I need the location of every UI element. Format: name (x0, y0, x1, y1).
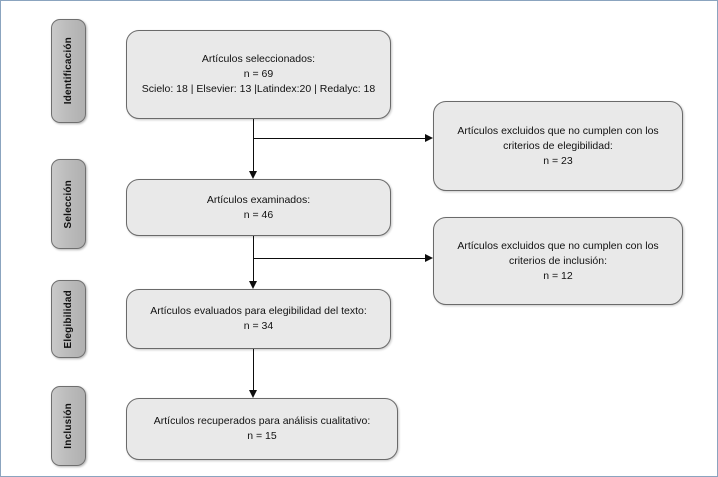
stage-tab-identificacion: Identificación (51, 19, 86, 123)
flow-box-articulos-seleccionados: Artículos seleccionados: n = 69 Scielo: … (126, 30, 391, 119)
flow-box-excluidos-inclusion: Artículos excluidos que no cumplen con l… (433, 217, 683, 305)
flow-box-articulos-evaluados-elegibilidad: Artículos evaluados para elegibilidad de… (126, 289, 391, 349)
flow-box-articulos-examinados: Artículos examinados: n = 46 (126, 179, 391, 236)
stage-tab-seleccion: Selección (51, 159, 86, 249)
flow-box-text: Artículos excluidos que no cumplen con l… (457, 239, 659, 282)
stage-tab-inclusion: Inclusión (51, 386, 86, 466)
stage-tab-label: Elegibilidad (63, 289, 74, 349)
flow-box-text: Artículos recuperados para análisis cual… (153, 415, 371, 442)
stage-tab-elegibilidad: Elegibilidad (51, 280, 86, 358)
stage-tab-label: Identificación (63, 37, 74, 105)
stage-tab-label: Selección (63, 179, 74, 229)
flow-box-excluidos-elegibilidad: Artículos excluidos que no cumplen con l… (433, 101, 683, 191)
stage-tab-label: Inclusión (63, 403, 74, 449)
arrow-down-to-box3 (249, 281, 257, 289)
flow-box-text: Artículos examinados: n = 46 (206, 193, 311, 221)
arrow-right-to-excluidos-elegibilidad (425, 134, 433, 142)
connector-horizontal-to-excluidos-elegibilidad (253, 138, 425, 139)
flow-box-text: Artículos excluidos que no cumplen con l… (457, 124, 659, 167)
connector-vertical-box3-box4 (253, 349, 254, 390)
arrow-right-to-excluidos-inclusion (425, 254, 433, 262)
connector-horizontal-to-excluidos-inclusion (253, 258, 425, 259)
arrow-down-to-box2 (249, 171, 257, 179)
arrow-down-to-box4 (249, 390, 257, 398)
flow-box-text: Artículos seleccionados: n = 69 Scielo: … (141, 53, 376, 95)
flow-box-articulos-recuperados-cualitativo: Artículos recuperados para análisis cual… (126, 398, 398, 460)
connector-vertical-box1-box2 (253, 119, 254, 171)
flow-box-text: Artículos evaluados para elegibilidad de… (150, 305, 367, 332)
